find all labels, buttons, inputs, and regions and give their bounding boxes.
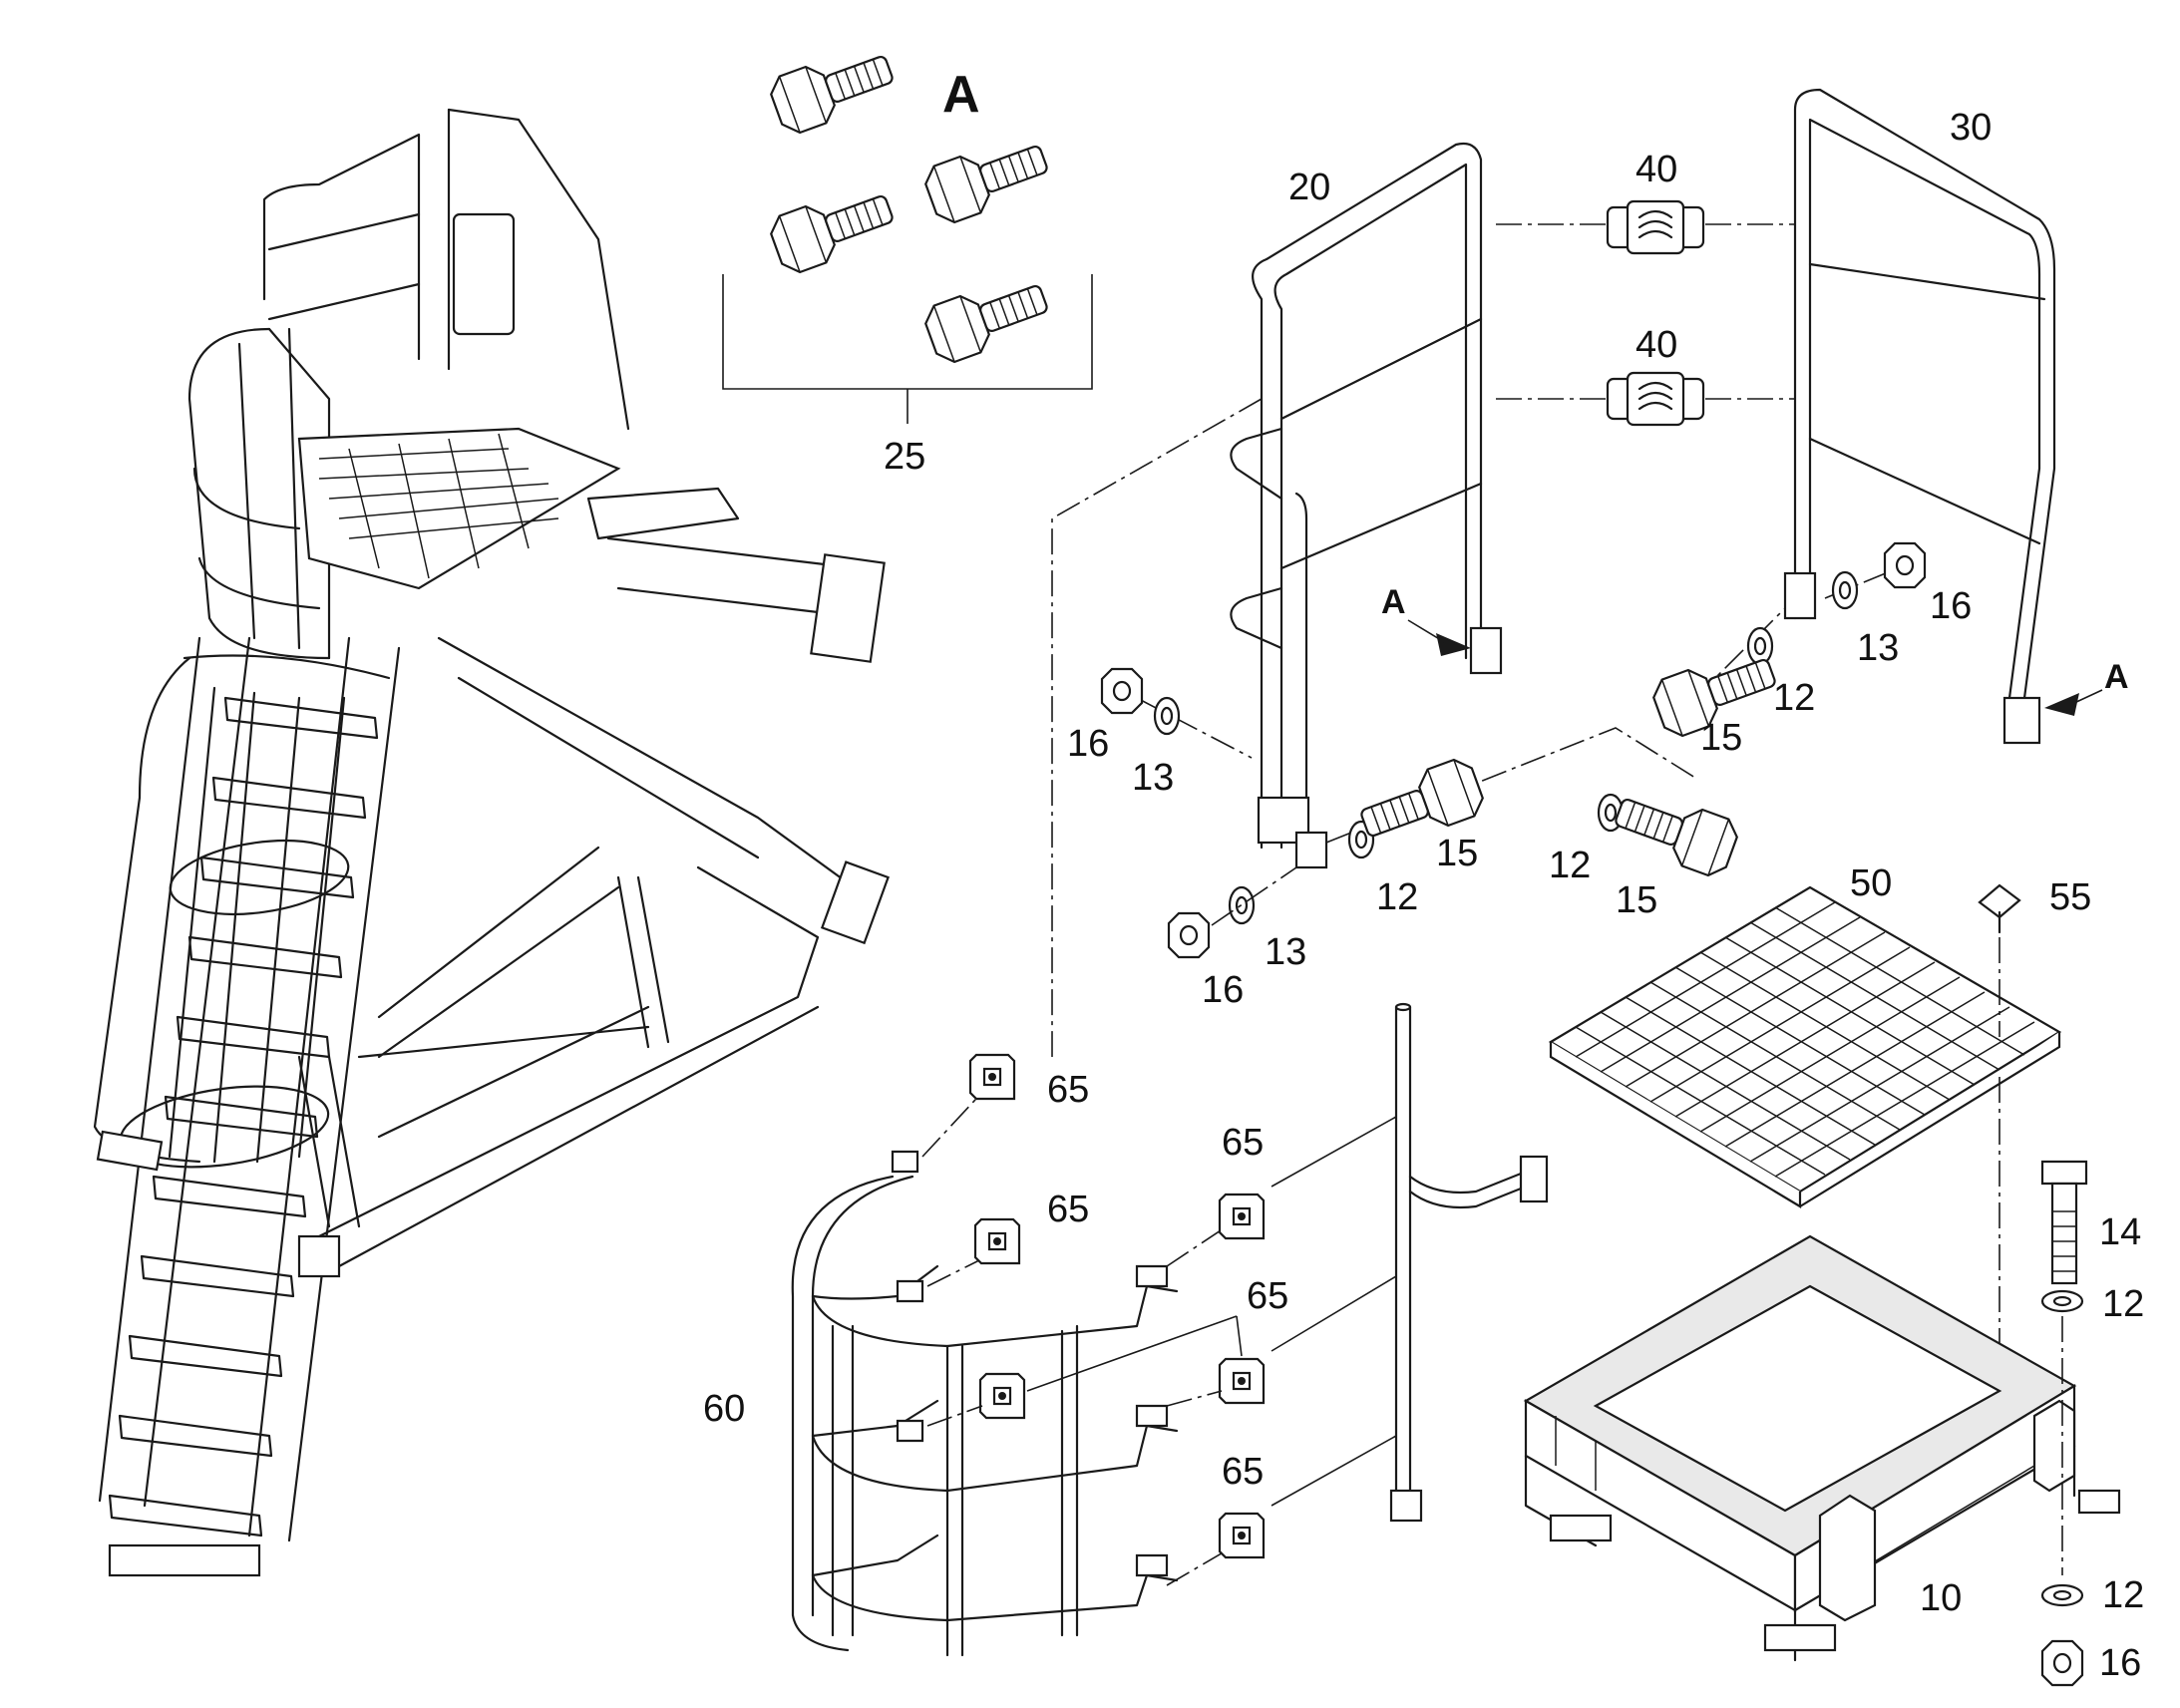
label-20: 20: [1288, 167, 1330, 208]
rail-20: 20 A: [1230, 142, 1503, 869]
kit-bolt: [919, 268, 1055, 368]
label-50: 50: [1850, 862, 1892, 904]
ref-a-right: A: [2104, 658, 2129, 696]
top-handrail: [262, 108, 630, 431]
label-65e: 65: [1222, 1451, 1264, 1493]
clip-65c: [1218, 1193, 1266, 1240]
label-15b: 15: [1616, 879, 1657, 921]
grating-50: 50: [1548, 862, 2062, 1208]
nut-16b: [1167, 911, 1211, 959]
label-60: 60: [703, 1388, 745, 1430]
label-12d: 12: [2102, 1283, 2144, 1325]
kit-bolt: [765, 39, 901, 139]
bolt-14: [2040, 1160, 2088, 1285]
label-12b: 12: [1549, 845, 1591, 886]
kit-bolt: [765, 178, 901, 278]
label-15a: 15: [1436, 833, 1478, 874]
frame-10: 10: [1523, 1234, 2121, 1662]
label-13c: 13: [1857, 627, 1899, 669]
label-13a: 13: [1132, 757, 1174, 799]
rail-30: 30 A: [1783, 88, 2129, 745]
label-12e: 12: [2102, 1574, 2144, 1616]
clip-65d: [978, 1372, 1026, 1420]
washer-12c: [1746, 626, 1774, 666]
nut-16a: [1100, 667, 1144, 715]
label-16c: 16: [1930, 585, 1972, 627]
frame-fasteners: 14 12 12 16: [2040, 1160, 2144, 1687]
clip-55: 55: [1978, 876, 2091, 1396]
clip-65a: [968, 1053, 1016, 1101]
label-16b: 16: [1202, 969, 1244, 1011]
platform-cage: [187, 327, 331, 660]
label-16d: 16: [2099, 1642, 2141, 1684]
ladder-steps: [108, 696, 379, 1537]
clip-65f: [1218, 1512, 1266, 1559]
rail-20-fasteners: 16 13 12 15 16 13 12 15: [1051, 398, 1743, 1057]
label-65d: 65: [1247, 1275, 1288, 1317]
cage-clips-65: 65 65 65 65 65: [921, 1053, 1288, 1586]
clip-65b: [973, 1217, 1021, 1265]
cage-60: 60: [703, 1150, 1179, 1657]
washer-13a: [1153, 696, 1181, 736]
pole: [1271, 1002, 1549, 1523]
ref-a-left: A: [1381, 583, 1406, 621]
kit-bracket: [722, 274, 1093, 424]
arrow-a-left: [1436, 633, 1471, 656]
label-10: 10: [1920, 1577, 1962, 1619]
bolt-kit-25: A 25: [722, 39, 1093, 478]
callout-25: 25: [884, 436, 925, 478]
arrow-a-right: [2044, 693, 2079, 716]
platform-grating: [297, 427, 621, 590]
assembled-ladder-view: [93, 108, 890, 1577]
nut-16c: [1883, 541, 1927, 589]
label-16a: 16: [1067, 723, 1109, 765]
rail-30-fasteners: 16 13 12 15: [1647, 541, 1972, 759]
label-12c: 12: [1773, 677, 1815, 719]
label-15c: 15: [1700, 717, 1742, 759]
label-65a: 65: [1047, 1069, 1089, 1111]
label-13b: 13: [1265, 931, 1306, 973]
label-55: 55: [2049, 876, 2091, 918]
label-65c: 65: [1222, 1122, 1264, 1164]
washer-13c: [1831, 570, 1859, 610]
clamp-40-lower: 40: [1496, 324, 1795, 427]
support-arms: [297, 487, 890, 1268]
label-40-upper: 40: [1635, 149, 1677, 190]
bolt-15b: [1608, 782, 1743, 881]
kit-bolt: [919, 129, 1055, 228]
washer-13b: [1228, 885, 1256, 925]
label-65b: 65: [1047, 1189, 1089, 1230]
label-40-lower: 40: [1635, 324, 1677, 366]
clip-65e: [1218, 1357, 1266, 1405]
clamp-40-upper: 40: [1496, 149, 1795, 255]
label-12a: 12: [1376, 876, 1418, 918]
label-30: 30: [1950, 107, 1992, 149]
kit-detail-letter: A: [942, 66, 980, 124]
nut-16d: [2040, 1639, 2084, 1687]
label-14: 14: [2099, 1211, 2141, 1253]
